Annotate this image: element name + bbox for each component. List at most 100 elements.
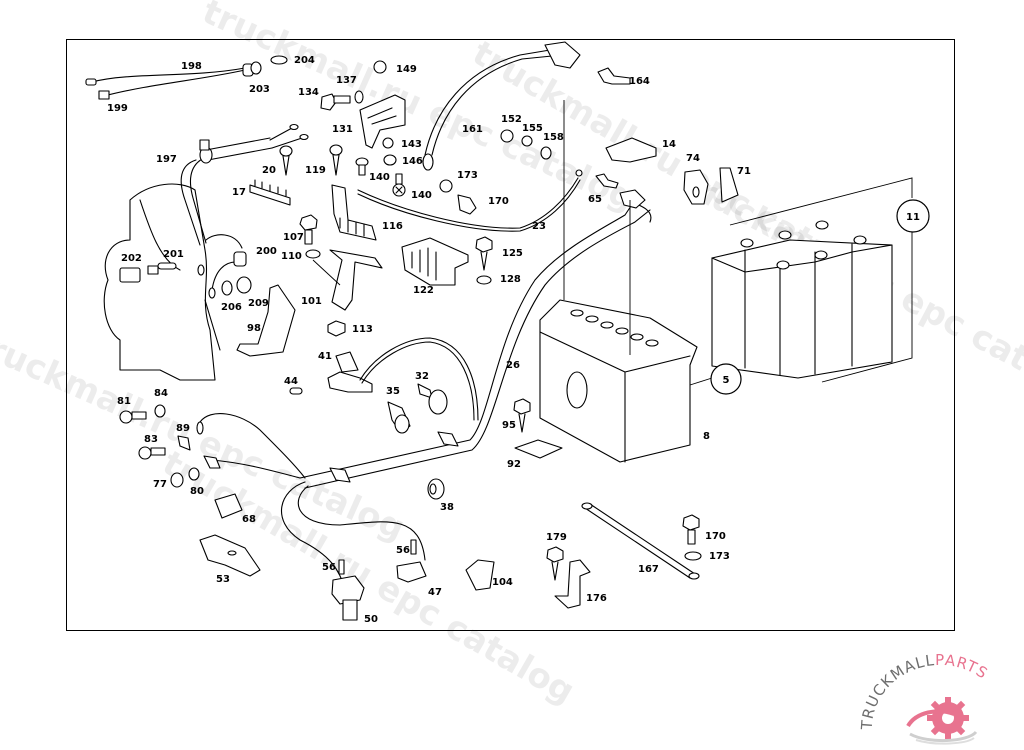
part-nut-152[interactable] bbox=[500, 129, 514, 143]
callout-17[interactable]: 17 bbox=[232, 187, 246, 198]
part-nut-77[interactable] bbox=[170, 472, 184, 488]
callout-128[interactable]: 128 bbox=[500, 274, 521, 285]
callout-173b[interactable]: 173 bbox=[709, 551, 730, 562]
callout-92[interactable]: 92 bbox=[507, 459, 521, 470]
part-washer-155[interactable] bbox=[521, 135, 533, 147]
callout-164[interactable]: 164 bbox=[629, 76, 650, 87]
callout-209[interactable]: 209 bbox=[248, 298, 269, 309]
callout-84[interactable]: 84 bbox=[154, 388, 168, 399]
callout-80[interactable]: 80 bbox=[190, 486, 204, 497]
part-clip-74[interactable] bbox=[683, 169, 709, 205]
callout-20[interactable]: 20 bbox=[262, 165, 276, 176]
callout-137[interactable]: 137 bbox=[336, 75, 357, 86]
part-sensor-200[interactable] bbox=[197, 234, 247, 299]
callout-176[interactable]: 176 bbox=[586, 593, 607, 604]
callout-47[interactable]: 47 bbox=[428, 587, 442, 598]
part-clip-35[interactable] bbox=[387, 401, 411, 434]
callout-65[interactable]: 65 bbox=[588, 194, 602, 205]
callout-140b[interactable]: 140 bbox=[411, 190, 432, 201]
callout-95[interactable]: 95 bbox=[502, 420, 516, 431]
callout-50[interactable]: 50 bbox=[364, 614, 378, 625]
callout-149[interactable]: 149 bbox=[396, 64, 417, 75]
callout-203[interactable]: 203 bbox=[249, 84, 270, 95]
callout-158[interactable]: 158 bbox=[543, 132, 564, 143]
part-nut-113[interactable] bbox=[327, 320, 346, 337]
callout-38[interactable]: 38 bbox=[440, 502, 454, 513]
callout-200[interactable]: 200 bbox=[256, 246, 277, 257]
part-pin-56a[interactable] bbox=[338, 559, 345, 575]
callout-199[interactable]: 199 bbox=[107, 103, 128, 114]
callout-161[interactable]: 161 bbox=[462, 124, 483, 135]
part-block-122[interactable] bbox=[401, 237, 469, 286]
part-washer-146[interactable] bbox=[383, 154, 397, 166]
part-nut-149[interactable] bbox=[373, 60, 387, 74]
callout-202[interactable]: 202 bbox=[121, 253, 142, 264]
part-tube-197[interactable] bbox=[180, 123, 309, 246]
callout-83[interactable]: 83 bbox=[144, 434, 158, 445]
part-lug-89[interactable] bbox=[177, 435, 191, 451]
part-cable-161[interactable] bbox=[422, 41, 581, 171]
circled-ref-5[interactable]: 5 bbox=[710, 363, 742, 395]
part-bolt-134[interactable] bbox=[320, 93, 351, 111]
callout-23[interactable]: 23 bbox=[532, 221, 546, 232]
callout-155[interactable]: 155 bbox=[522, 123, 543, 134]
part-pin-44[interactable] bbox=[289, 387, 303, 395]
part-terminal-164[interactable] bbox=[597, 67, 631, 85]
callout-125[interactable]: 125 bbox=[502, 248, 523, 259]
part-bracket-131[interactable] bbox=[359, 94, 406, 149]
part-washer-158[interactable] bbox=[540, 146, 552, 160]
callout-170b[interactable]: 170 bbox=[705, 531, 726, 542]
callout-81[interactable]: 81 bbox=[117, 396, 131, 407]
callout-107[interactable]: 107 bbox=[283, 232, 304, 243]
part-sensor-41[interactable] bbox=[327, 337, 479, 421]
callout-68[interactable]: 68 bbox=[242, 514, 256, 525]
callout-116[interactable]: 116 bbox=[382, 221, 403, 232]
part-screw-20[interactable] bbox=[279, 145, 293, 176]
part-washer-173b[interactable] bbox=[684, 551, 702, 561]
part-bolt-170b[interactable] bbox=[682, 514, 700, 545]
part-washer-80[interactable] bbox=[188, 467, 200, 481]
part-screw-81[interactable] bbox=[119, 410, 147, 424]
callout-104[interactable]: 104 bbox=[492, 577, 513, 588]
callout-134[interactable]: 134 bbox=[298, 87, 319, 98]
part-grommet-38[interactable] bbox=[427, 478, 445, 500]
part-cable-26[interactable] bbox=[299, 189, 652, 489]
callout-26[interactable]: 26 bbox=[506, 360, 520, 371]
part-washer-128[interactable] bbox=[476, 275, 492, 285]
part-clip-17[interactable] bbox=[249, 179, 291, 206]
part-nut-143[interactable] bbox=[382, 137, 394, 149]
part-screw-140a[interactable] bbox=[355, 157, 369, 176]
part-screw-95[interactable] bbox=[513, 398, 531, 433]
circled-ref-11[interactable]: 11 bbox=[896, 199, 930, 233]
callout-110[interactable]: 110 bbox=[281, 251, 302, 262]
part-washer-173a[interactable] bbox=[439, 179, 453, 193]
callout-32[interactable]: 32 bbox=[415, 371, 429, 382]
part-battery-8[interactable] bbox=[539, 100, 713, 463]
part-bracket-98[interactable] bbox=[236, 284, 296, 357]
part-screw-179[interactable] bbox=[546, 546, 564, 581]
callout-143[interactable]: 143 bbox=[401, 139, 422, 150]
callout-152[interactable]: 152 bbox=[501, 114, 522, 125]
part-connector-202[interactable] bbox=[119, 267, 141, 283]
callout-119[interactable]: 119 bbox=[305, 165, 326, 176]
part-nut-206b[interactable] bbox=[236, 276, 252, 294]
callout-122[interactable]: 122 bbox=[413, 285, 434, 296]
callout-77[interactable]: 77 bbox=[153, 479, 167, 490]
part-harness-lower[interactable] bbox=[196, 413, 459, 591]
part-bracket-176[interactable] bbox=[554, 559, 591, 609]
callout-170a[interactable]: 170 bbox=[488, 196, 509, 207]
callout-179[interactable]: 179 bbox=[546, 532, 567, 543]
part-pin-56b[interactable] bbox=[410, 539, 417, 555]
part-plate-92[interactable] bbox=[514, 439, 563, 459]
callout-53[interactable]: 53 bbox=[216, 574, 230, 585]
callout-173a[interactable]: 173 bbox=[457, 170, 478, 181]
callout-204[interactable]: 204 bbox=[294, 55, 315, 66]
callout-74[interactable]: 74 bbox=[686, 153, 700, 164]
callout-206[interactable]: 206 bbox=[221, 302, 242, 313]
callout-14[interactable]: 14 bbox=[662, 139, 676, 150]
callout-8[interactable]: 8 bbox=[703, 431, 710, 442]
part-sensor-50[interactable] bbox=[331, 575, 365, 621]
part-sensor-47[interactable] bbox=[396, 561, 427, 583]
part-screw-83[interactable] bbox=[138, 446, 166, 460]
callout-56b[interactable]: 56 bbox=[396, 545, 410, 556]
